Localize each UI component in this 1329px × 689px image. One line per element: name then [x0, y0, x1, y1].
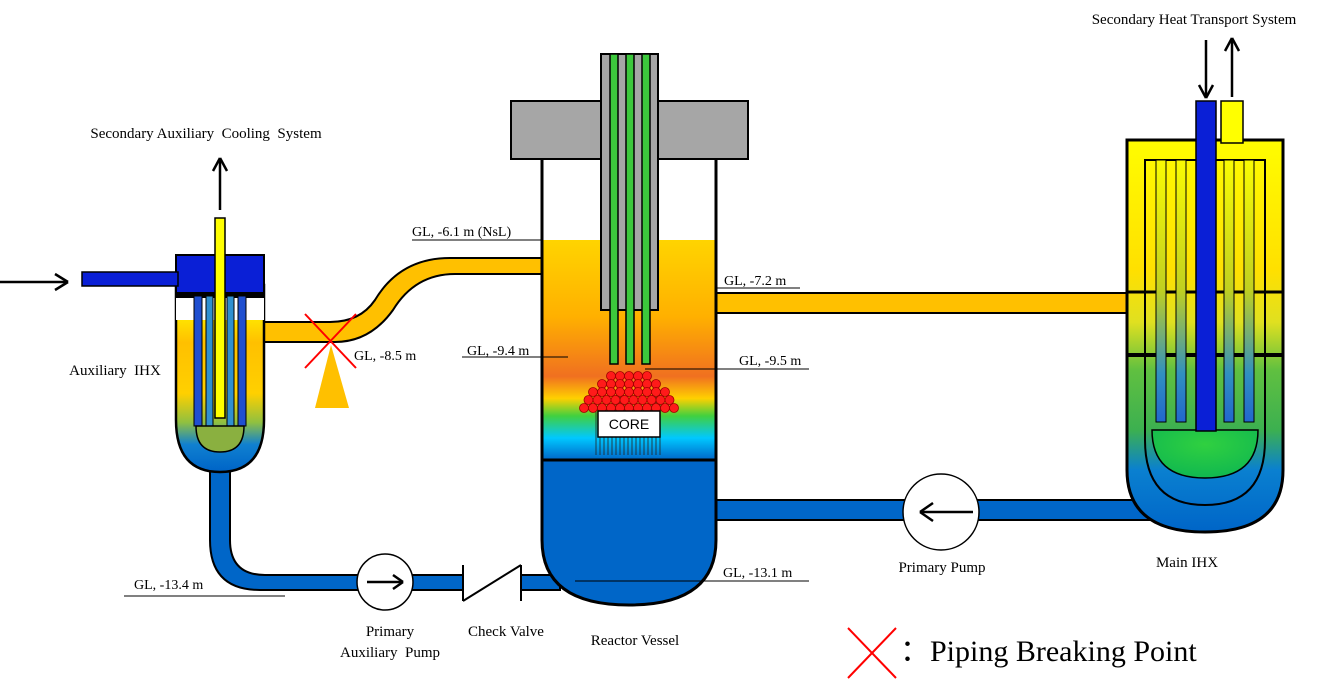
core-label: CORE	[609, 416, 649, 432]
auxiliary-ihx	[81, 217, 266, 474]
aux-hot-pipe	[261, 257, 586, 361]
main-ihx	[1125, 100, 1285, 534]
hot-leg-pipe	[714, 292, 1131, 314]
level-nsl: GL, -6.1 m (NsL)	[412, 225, 511, 240]
secondary-heat-transport-label: Secondary Heat Transport System	[1092, 12, 1297, 28]
primary-pump-label: Primary Pump	[898, 560, 985, 576]
level-core-top: GL, -9.5 m	[739, 354, 801, 369]
aux-return-pipe	[209, 469, 561, 591]
reactor-vessel	[510, 53, 749, 607]
core: CORE	[579, 371, 679, 455]
main-ihx-label: Main IHX	[1156, 555, 1218, 571]
auxiliary-ihx-label: Auxiliary IHX	[69, 363, 161, 379]
level-break-point: GL, -8.5 m	[354, 349, 416, 364]
level-hot-leg: GL, -7.2 m	[724, 274, 786, 289]
primary-aux-pump-label-1: Primary	[366, 624, 415, 640]
reactor-vessel-label: Reactor Vessel	[591, 633, 679, 649]
check-valve-label: Check Valve	[468, 624, 544, 640]
legend-label: ：Piping Breaking Point	[900, 635, 1197, 668]
primary-pump	[902, 473, 980, 551]
secondary-aux-cooling-label: Secondary Auxiliary Cooling System	[90, 126, 322, 142]
primary-aux-pump-label-2: Auxiliary Pump	[340, 645, 440, 661]
check-valve	[462, 564, 522, 602]
primary-auxiliary-pump	[356, 553, 414, 611]
legend: ：Piping Breaking Point	[847, 627, 1197, 679]
level-cold-leg: GL, -13.1 m	[723, 566, 792, 581]
level-leaders	[124, 239, 809, 597]
level-inner-pipe: GL, -9.4 m	[467, 344, 529, 359]
piping-break-point	[304, 313, 357, 408]
level-aux-bottom: GL, -13.4 m	[134, 578, 203, 593]
flow-arrows	[0, 37, 1241, 292]
